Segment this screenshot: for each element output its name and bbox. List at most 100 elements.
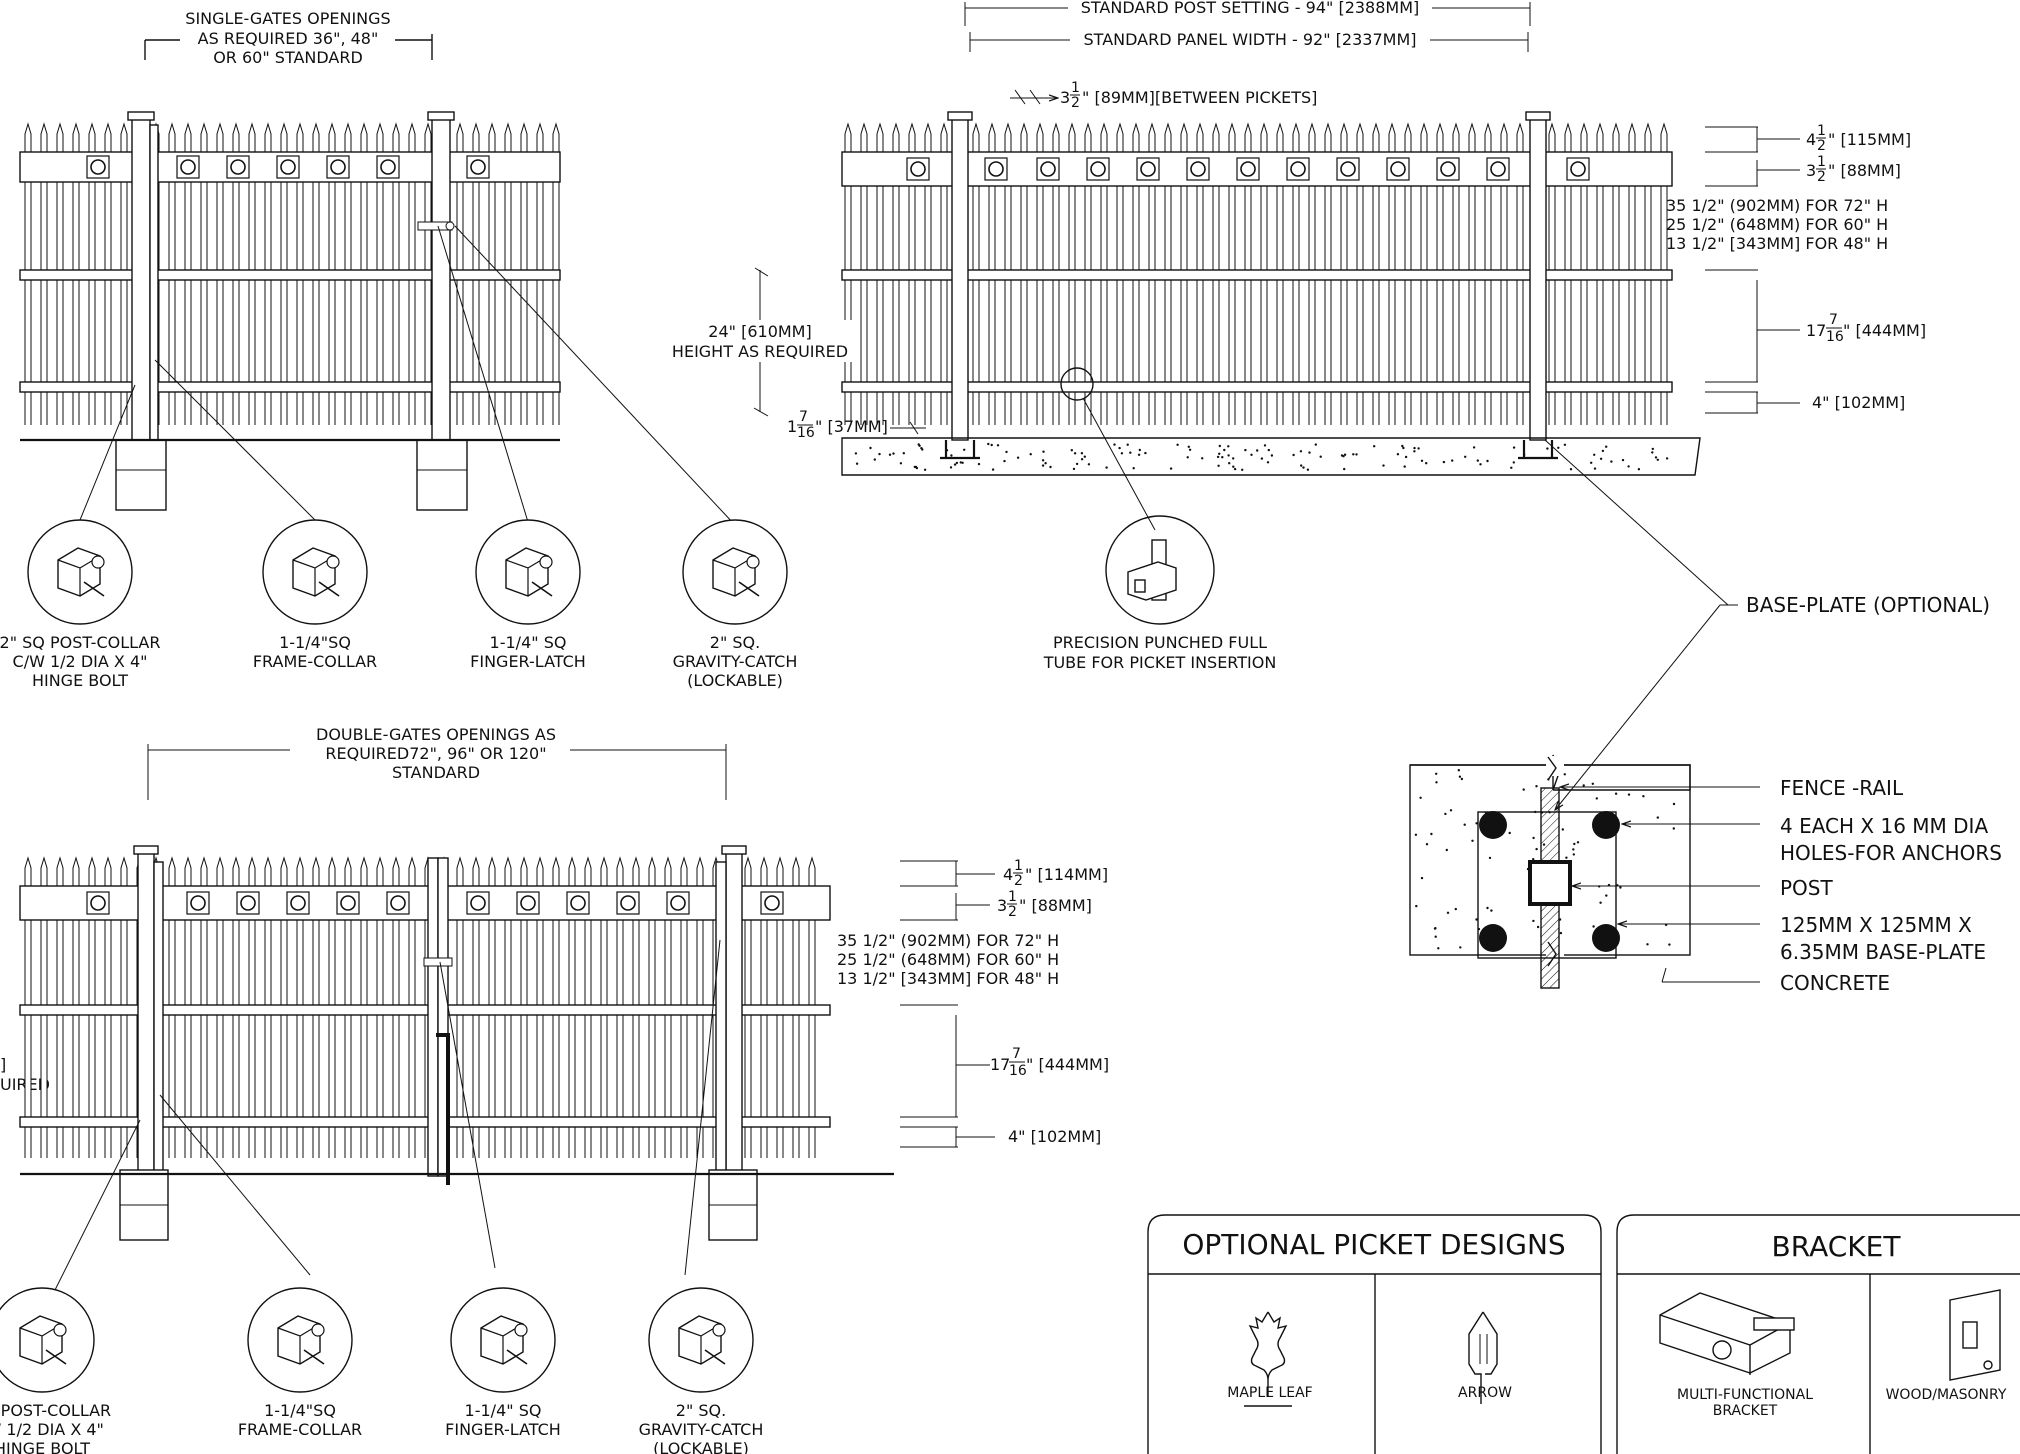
frame-collar-icon <box>292 547 340 597</box>
detail-label-3-line2: (LOCKABLE) <box>653 1439 749 1454</box>
panel-rings <box>906 157 1590 181</box>
multi-bracket-icon <box>1659 1292 1795 1375</box>
dg-dim-middle-whole: 17 <box>990 1055 1010 1074</box>
dg-dim-middle: " [444MM] <box>1026 1055 1109 1074</box>
panel-height-72: 35 1/2" (902MM) FOR 72" H <box>1666 196 1888 215</box>
panel-height-dimension: 24" [610MM] HEIGHT AS REQUIRED <box>665 267 855 417</box>
detail-label-2-line0: 1-1/4" SQ <box>490 633 567 652</box>
panel-right-post <box>1518 111 1558 460</box>
detail-label-0-line0: SQ POST-COLLAR <box>0 1401 111 1420</box>
bp-holes-line2: HOLES-FOR ANCHORS <box>1780 841 2002 865</box>
single-gate-opening-line2: AS REQUIRED 36", 48" <box>198 29 379 48</box>
picket-designs-panel: OPTIONAL PICKET DESIGNS MAPLE LEAF ARROW <box>1147 1214 1602 1454</box>
double-gate-rings <box>86 891 784 915</box>
double-gate-opening-line3: STANDARD <box>392 763 480 782</box>
panel-dim-top-den: 2 <box>1817 138 1826 154</box>
base-plate-callout: BASE-PLATE (OPTIONAL) <box>1555 593 1990 810</box>
dg-dim-top-whole: 4 <box>1003 865 1013 884</box>
standard-panel-elevation: STANDARD POST SETTING - 94" [2388MM] STA… <box>665 0 1926 606</box>
picket-design-label-0: MAPLE LEAF <box>1227 1385 1312 1401</box>
punched-tube-line1: PRECISION PUNCHED FULL <box>1053 633 1267 652</box>
dg-dim-top-num: 1 <box>1014 858 1023 874</box>
bp-concrete: CONCRETE <box>1780 971 1890 995</box>
bp-plate-line2: 6.35MM BASE-PLATE <box>1780 940 1986 964</box>
gravity-catch-icon <box>712 547 760 597</box>
detail-label-0-line0: 2" SQ POST-COLLAR <box>0 633 160 652</box>
detail-label-0-line1: C/W 1/2 DIA X 4" <box>13 652 148 671</box>
single-gate-right-post <box>416 111 468 511</box>
panel-height-line2: HEIGHT AS REQUIRED <box>672 342 848 361</box>
base-plate-detail: FENCE -RAIL 4 EACH X 16 MM DIA HOLES-FOR… <box>1409 754 2002 995</box>
bp-holes-line1: 4 EACH X 16 MM DIA <box>1780 814 1988 838</box>
double-gate-opening-line2: REQUIRED72", 96" OR 120" <box>325 744 546 763</box>
base-plate-callout-label: BASE-PLATE (OPTIONAL) <box>1746 593 1990 617</box>
punched-tube-detail: PRECISION PUNCHED FULL TUBE FOR PICKET I… <box>1043 515 1277 672</box>
detail-label-3-line0: 2" SQ. <box>710 633 760 652</box>
single-gate-rings <box>86 155 490 179</box>
panel-dim-middle: " [444MM] <box>1843 321 1926 340</box>
finger-latch-icon <box>480 1315 528 1365</box>
panel-dim-middle-num: 7 <box>1829 312 1838 328</box>
picket-spacing-whole: 3 <box>1060 88 1070 107</box>
dg-height-72: 35 1/2" (902MM) FOR 72" H <box>837 931 1059 950</box>
bracket-title: BRACKET <box>1772 1230 1902 1263</box>
picket-spacing-den: 2 <box>1071 95 1080 111</box>
dg-dim-middle-num: 7 <box>1012 1046 1021 1062</box>
dg-dim-second: " [88MM] <box>1019 896 1092 915</box>
picket-spacing-dimension: 3 1 2 " [89MM][BETWEEN PICKETS] <box>1010 80 1317 111</box>
wood-masonry-bracket-icon <box>1949 1289 2001 1381</box>
panel-dim-second-num: 1 <box>1817 154 1826 170</box>
panel-left-post <box>940 111 980 460</box>
punched-tube-icon <box>1127 539 1177 601</box>
picket-designs-title: OPTIONAL PICKET DESIGNS <box>1182 1228 1565 1261</box>
double-gate-posts <box>119 845 758 1241</box>
bracket-label-0-line2: BRACKET <box>1713 1403 1778 1419</box>
panel-concrete-footing <box>841 437 1701 476</box>
dg-dim-top: " [114MM] <box>1025 865 1108 884</box>
double-gate-opening-dimension: DOUBLE-GATES OPENINGS AS REQUIRED72", 96… <box>147 725 727 800</box>
panel-dim-middle-whole: 17 <box>1806 321 1826 340</box>
bottom-gap-label: " [37MM] <box>815 417 888 436</box>
double-gate-right-dimensions: 4 1 2 " [114MM] 3 1 2 " [88MM] 35 1/2" (… <box>837 858 1109 1148</box>
gravity-catch-icon <box>678 1315 726 1365</box>
dg-dim-top-den: 2 <box>1014 873 1023 889</box>
picket-spacing-label: " [89MM][BETWEEN PICKETS] <box>1082 88 1317 107</box>
double-gate-opening-line1: DOUBLE-GATES OPENINGS AS <box>316 725 556 744</box>
panel-right-dimensions: 4 1 2 " [115MM] 3 1 2 " [88MM] 35 1/2" (… <box>1666 123 1926 414</box>
double-gate-left-partial-1: ] <box>0 1055 6 1074</box>
dg-height-48: 13 1/2" [343MM] FOR 48" H <box>837 969 1059 988</box>
detail-label-1-line1: FRAME-COLLAR <box>238 1420 362 1439</box>
detail-label-0-line2: HINGE BOLT <box>0 1439 90 1454</box>
detail-label-0-line1: /W 1/2 DIA X 4" <box>0 1420 104 1439</box>
panel-dim-second-den: 2 <box>1817 169 1826 185</box>
single-gate-elevation: SINGLE-GATES OPENINGS AS REQUIRED 36", 4… <box>19 9 736 526</box>
panel-width-label: STANDARD PANEL WIDTH - 92" [2337MM] <box>1084 30 1417 49</box>
dg-dim-second-num: 1 <box>1008 889 1017 905</box>
detail-label-3-line2: (LOCKABLE) <box>687 671 783 690</box>
panel-height-line1: 24" [610MM] <box>708 322 811 341</box>
bp-plate-line1: 125MM X 125MM X <box>1780 913 1972 937</box>
dg-dim-middle-den: 16 <box>1009 1063 1027 1079</box>
panel-dim-middle-den: 16 <box>1826 329 1844 345</box>
detail-label-3-line0: 2" SQ. <box>676 1401 726 1420</box>
panel-dim-second: " [88MM] <box>1828 161 1901 180</box>
panel-dim-top: " [115MM] <box>1828 130 1911 149</box>
single-gate-opening-line3: OR 60" STANDARD <box>213 48 363 67</box>
bottom-gap-num: 7 <box>799 409 808 425</box>
panel-dim-second-whole: 3 <box>1806 161 1816 180</box>
panel-height-60: 25 1/2" (648MM) FOR 60" H <box>1666 215 1888 234</box>
frame-collar-icon <box>277 1315 325 1365</box>
double-gate-elevation: DOUBLE-GATES OPENINGS AS REQUIRED72", 96… <box>0 725 1109 1291</box>
dg-dim-bottom: 4" [102MM] <box>1008 1127 1101 1146</box>
punched-tube-line2: TUBE FOR PICKET INSERTION <box>1043 653 1277 672</box>
panel-dim-bottom: 4" [102MM] <box>1812 393 1905 412</box>
single-gate-opening-line1: SINGLE-GATES OPENINGS <box>185 9 390 28</box>
detail-label-3-line1: GRAVITY-CATCH <box>673 652 798 671</box>
post-setting-dimension: STANDARD POST SETTING - 94" [2388MM] <box>964 0 1531 26</box>
panel-bottom-gap-dimension: 1 7 16 " [37MM] <box>787 409 926 441</box>
bp-fence-rail: FENCE -RAIL <box>1780 776 1904 800</box>
maple-leaf-icon <box>1244 1311 1292 1407</box>
detail-label-3-line1: GRAVITY-CATCH <box>639 1420 764 1439</box>
bottom-gap-den: 16 <box>797 425 815 441</box>
